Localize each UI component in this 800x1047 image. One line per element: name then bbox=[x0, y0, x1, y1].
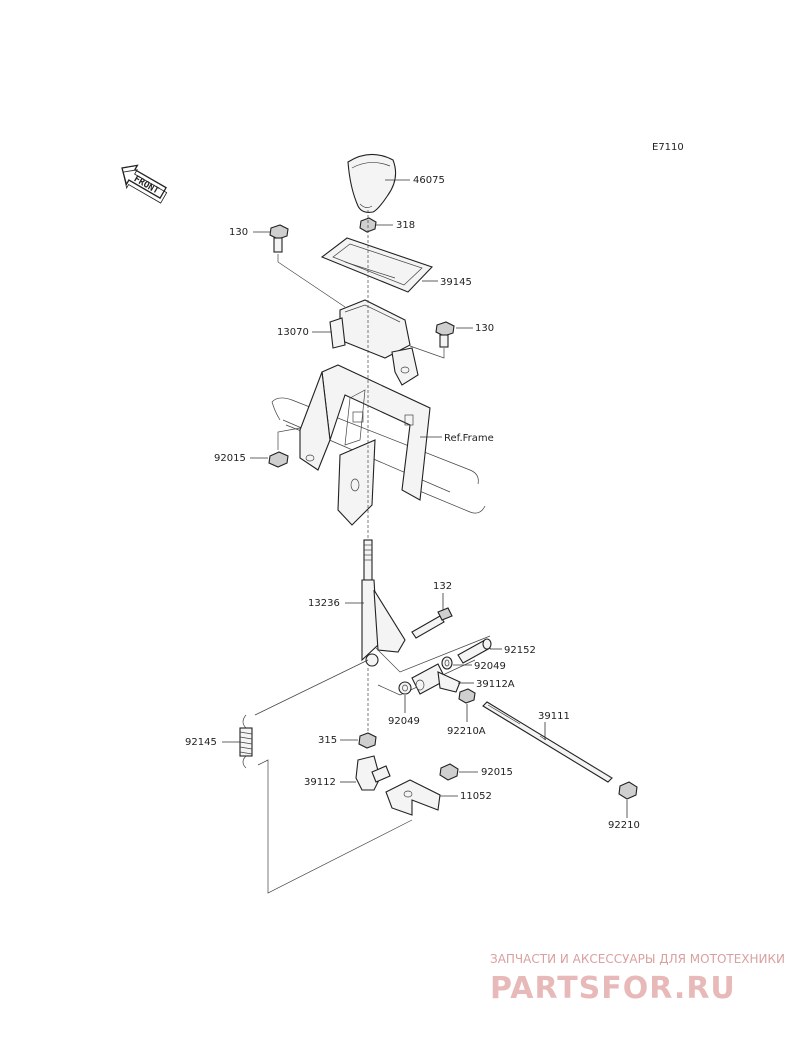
pin-92152 bbox=[457, 638, 492, 664]
label-11052: 11052 bbox=[460, 791, 492, 802]
bolt-132 bbox=[411, 607, 453, 639]
label-318: 318 bbox=[396, 220, 415, 231]
label-92145: 92145 bbox=[185, 737, 217, 748]
washer-92049-upper bbox=[441, 656, 453, 670]
label-92152: 92152 bbox=[504, 645, 536, 656]
label-92210A: 92210A bbox=[447, 726, 486, 737]
label-130-left: 130 bbox=[229, 227, 248, 238]
label-132: 132 bbox=[433, 581, 452, 592]
label-39111: 39111 bbox=[538, 711, 570, 722]
nut-315 bbox=[358, 732, 377, 749]
label-13236: 13236 bbox=[308, 598, 340, 609]
bolt-130-left bbox=[269, 224, 289, 253]
label-39112: 39112 bbox=[304, 777, 336, 788]
label-46075: 46075 bbox=[413, 175, 445, 186]
bracket-11052 bbox=[385, 779, 441, 816]
nut-92015-right bbox=[439, 763, 459, 781]
front-arrow-icon: FRONT bbox=[121, 164, 168, 204]
spring-92145 bbox=[239, 714, 253, 769]
nut-92210A bbox=[458, 688, 476, 704]
shift-lever bbox=[361, 539, 406, 667]
label-92049-lower: 92049 bbox=[388, 716, 420, 727]
watermark-logo: PARTSFOR.RU bbox=[490, 971, 736, 1006]
joint-39112 bbox=[355, 755, 391, 791]
shift-knob bbox=[347, 153, 397, 213]
watermark-tagline: ЗАПЧАСТИ И АКСЕССУАРЫ ДЛЯ МОТОТЕХНИКИ bbox=[490, 952, 785, 966]
shift-gate-plate bbox=[320, 237, 433, 293]
shift-gate-base bbox=[329, 299, 419, 386]
label-315: 315 bbox=[318, 735, 337, 746]
nut-92210 bbox=[618, 781, 638, 800]
label-92015-left: 92015 bbox=[214, 453, 246, 464]
label-39145: 39145 bbox=[440, 277, 472, 288]
label-39112A: 39112A bbox=[476, 679, 515, 690]
label-92049-upper: 92049 bbox=[474, 661, 506, 672]
mounting-bracket bbox=[299, 364, 431, 526]
label-92210: 92210 bbox=[608, 820, 640, 831]
bolt-130-right bbox=[435, 321, 455, 348]
label-13070: 13070 bbox=[277, 327, 309, 338]
label-ref-frame: Ref.Frame bbox=[444, 433, 494, 444]
diagram-code: E7110 bbox=[652, 142, 684, 153]
washer-92049-lower bbox=[398, 681, 412, 695]
shift-rod-39111 bbox=[482, 701, 613, 783]
nut-92015-left bbox=[268, 451, 289, 468]
joint-39112A bbox=[411, 663, 461, 695]
label-92015-right: 92015 bbox=[481, 767, 513, 778]
label-130-right: 130 bbox=[475, 323, 494, 334]
